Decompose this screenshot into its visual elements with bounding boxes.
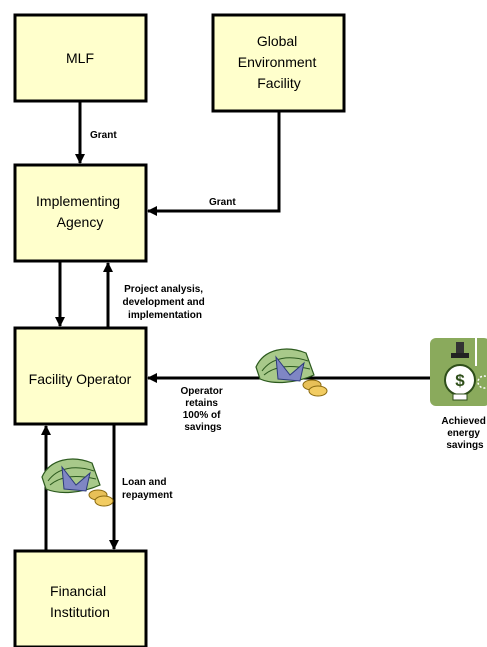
retains-label: Operator retains 100% of savings (180, 386, 225, 433)
project-label: Project analysis, development and implem… (122, 284, 207, 321)
grant-gef-label: Grant (209, 197, 236, 208)
operator-box (13, 326, 148, 426)
gef-label: Global Environment Facility (238, 33, 320, 91)
money-icon (255, 348, 328, 397)
agency-box (13, 163, 148, 263)
gef-grant-arrow (147, 111, 281, 216)
mlf-label: MLF (66, 50, 94, 66)
agency-label: Implementing Agency (36, 193, 124, 230)
operator-label: Facility Operator (29, 371, 132, 387)
grant-mlf-label: Grant (90, 130, 117, 141)
mlf-box (13, 13, 148, 103)
savings-label: Achieved energy savings (441, 416, 487, 451)
svg-text:$: $ (455, 371, 465, 390)
financial-label: Financial Institution (50, 583, 110, 620)
gef-box (211, 13, 346, 113)
money-icon (41, 458, 114, 507)
loan-label: Loan and repayment (122, 477, 173, 501)
financial-box (13, 549, 148, 647)
bulb-dollar-icon: $ (430, 338, 487, 406)
